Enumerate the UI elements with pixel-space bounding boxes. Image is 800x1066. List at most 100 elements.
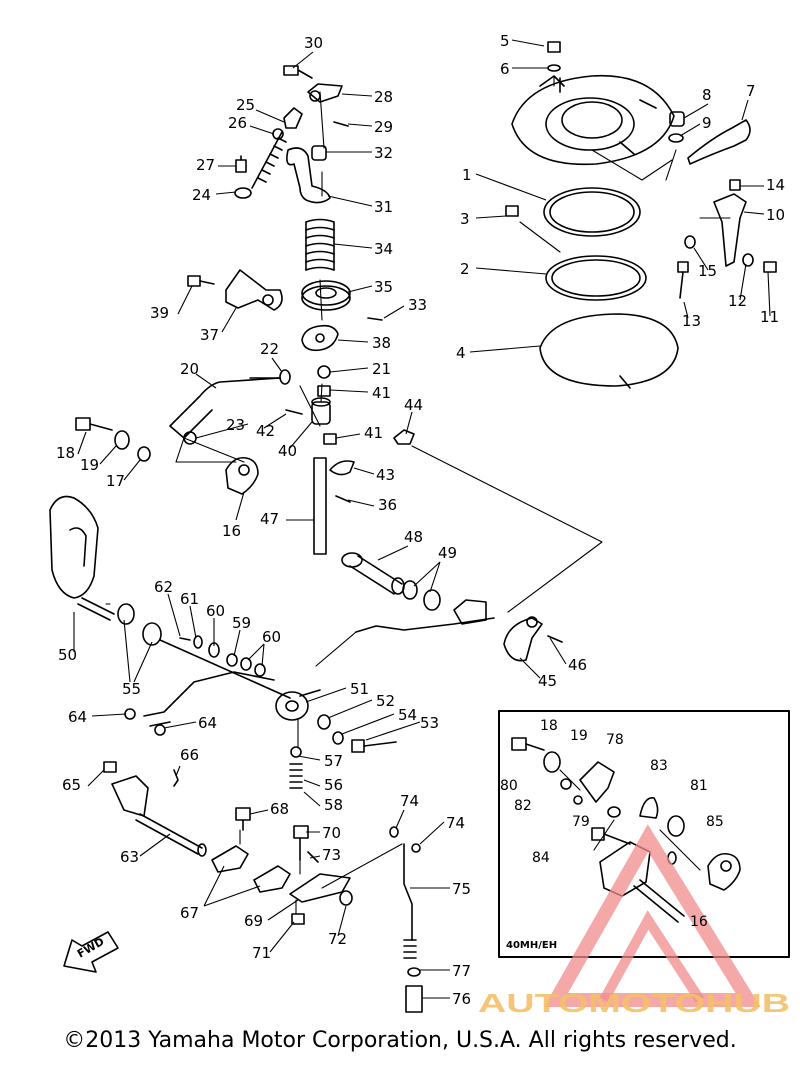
part-label-41a: 41 — [372, 384, 391, 402]
part-drawing-70 — [293, 825, 309, 861]
part-label-75: 75 — [452, 880, 471, 898]
watermark-text: AUTOMOTOHUB — [478, 988, 790, 1018]
part-label-55: 55 — [122, 680, 141, 698]
part-drawing-74a — [389, 826, 399, 838]
part-drawing-6 — [547, 64, 561, 72]
part-label-40: 40 — [278, 442, 297, 460]
part-label-70: 70 — [322, 824, 341, 842]
inset-label-16: 16 — [690, 914, 708, 930]
part-label-53: 53 — [420, 714, 439, 732]
part-drawing-46 — [547, 635, 563, 643]
inset-label-79: 79 — [572, 814, 590, 830]
part-label-74b: 74 — [446, 814, 465, 832]
part-label-25: 25 — [236, 96, 255, 114]
leader-lines-lower — [105, 603, 403, 915]
part-label-77: 77 — [452, 962, 471, 980]
part-label-26: 26 — [228, 114, 247, 132]
part-label-48: 48 — [404, 528, 423, 546]
part-label-30: 30 — [304, 34, 323, 52]
inset-label-82: 82 — [514, 798, 532, 814]
part-label-32: 32 — [374, 144, 393, 162]
part-drawing-shifter — [453, 599, 487, 625]
part-drawing-45 — [503, 616, 543, 662]
part-drawing-72 — [339, 890, 353, 906]
part-drawing-60b — [240, 657, 266, 677]
part-label-76: 76 — [452, 990, 471, 1008]
part-drawing-41b — [323, 433, 337, 445]
inset-label-78: 78 — [606, 732, 624, 748]
part-label-35: 35 — [374, 278, 393, 296]
part-label-14: 14 — [766, 176, 785, 194]
part-label-58: 58 — [324, 796, 343, 814]
part-label-46: 46 — [568, 656, 587, 674]
inset-part-drawing-84 — [591, 827, 631, 845]
part-drawing-7 — [687, 119, 751, 165]
part-drawing-28 — [307, 83, 343, 103]
inset-label-19: 19 — [570, 728, 588, 744]
inset-label-80: 80 — [500, 778, 518, 794]
part-drawing-15 — [684, 235, 696, 249]
part-drawing-11 — [763, 261, 777, 273]
inset-part-drawing-18 — [511, 737, 545, 751]
part-label-17: 17 — [106, 472, 125, 490]
inset-label-81: 81 — [690, 778, 708, 794]
part-drawing-shaft — [159, 617, 495, 699]
part-drawing-62 — [179, 637, 191, 641]
inset-label-18: 18 — [540, 718, 558, 734]
inset-part-drawing-79 — [607, 806, 621, 818]
part-drawing-20 — [169, 377, 281, 439]
part-drawing-9 — [668, 133, 684, 143]
part-label-28: 28 — [374, 88, 393, 106]
part-label-21: 21 — [372, 360, 391, 378]
inset-title: 40MH/EH — [506, 940, 557, 951]
part-drawing-63 — [111, 775, 207, 857]
part-drawing-65 — [103, 761, 117, 773]
part-label-68: 68 — [270, 800, 289, 818]
part-drawing-10 — [713, 193, 747, 267]
part-drawing-35 — [301, 280, 351, 311]
part-label-64a: 64 — [68, 708, 87, 726]
part-drawing-77 — [407, 967, 421, 977]
inset-label-85: 85 — [706, 814, 724, 830]
part-drawing-66 — [173, 769, 179, 787]
leader-lines-center — [175, 91, 603, 613]
part-drawing-71 — [291, 913, 305, 925]
part-label-38: 38 — [372, 334, 391, 352]
part-drawing-75 — [403, 843, 417, 959]
part-drawing-39 — [187, 275, 215, 287]
inset-box — [498, 710, 790, 958]
part-label-39: 39 — [150, 304, 169, 322]
part-label-3: 3 — [460, 210, 470, 228]
part-drawing-43 — [329, 460, 355, 476]
inset-label-83: 83 — [650, 758, 668, 774]
part-label-29: 29 — [374, 118, 393, 136]
part-drawing-5 — [547, 41, 561, 53]
part-label-66: 66 — [180, 746, 199, 764]
part-drawing-21 — [317, 365, 331, 379]
part-drawing-32 — [311, 145, 327, 161]
part-label-15: 15 — [698, 262, 717, 280]
part-label-59: 59 — [232, 614, 251, 632]
part-drawing-48 — [341, 552, 405, 595]
part-drawing-18 — [75, 417, 113, 431]
part-drawing-52 — [317, 714, 331, 730]
part-drawing-74b — [411, 843, 421, 853]
part-label-4: 4 — [456, 344, 466, 362]
inset-part-drawing-83 — [639, 797, 659, 819]
part-drawing-33 — [367, 317, 383, 321]
part-label-34: 34 — [374, 240, 393, 258]
part-drawing-59 — [226, 653, 238, 667]
part-drawing-47 — [313, 457, 327, 555]
part-drawing-69 — [289, 873, 351, 903]
part-label-72: 72 — [328, 930, 347, 948]
part-label-71: 71 — [252, 944, 271, 962]
part-drawing-56 — [289, 763, 303, 789]
inset-part-drawing-19 — [543, 751, 561, 773]
part-label-60b: 60 — [262, 628, 281, 646]
inset-leader-lines — [559, 769, 701, 871]
part-label-13: 13 — [682, 312, 701, 330]
part-label-22: 22 — [260, 340, 279, 358]
part-label-60a: 60 — [206, 602, 225, 620]
part-label-61: 61 — [180, 590, 199, 608]
part-drawing-26 — [251, 128, 287, 189]
